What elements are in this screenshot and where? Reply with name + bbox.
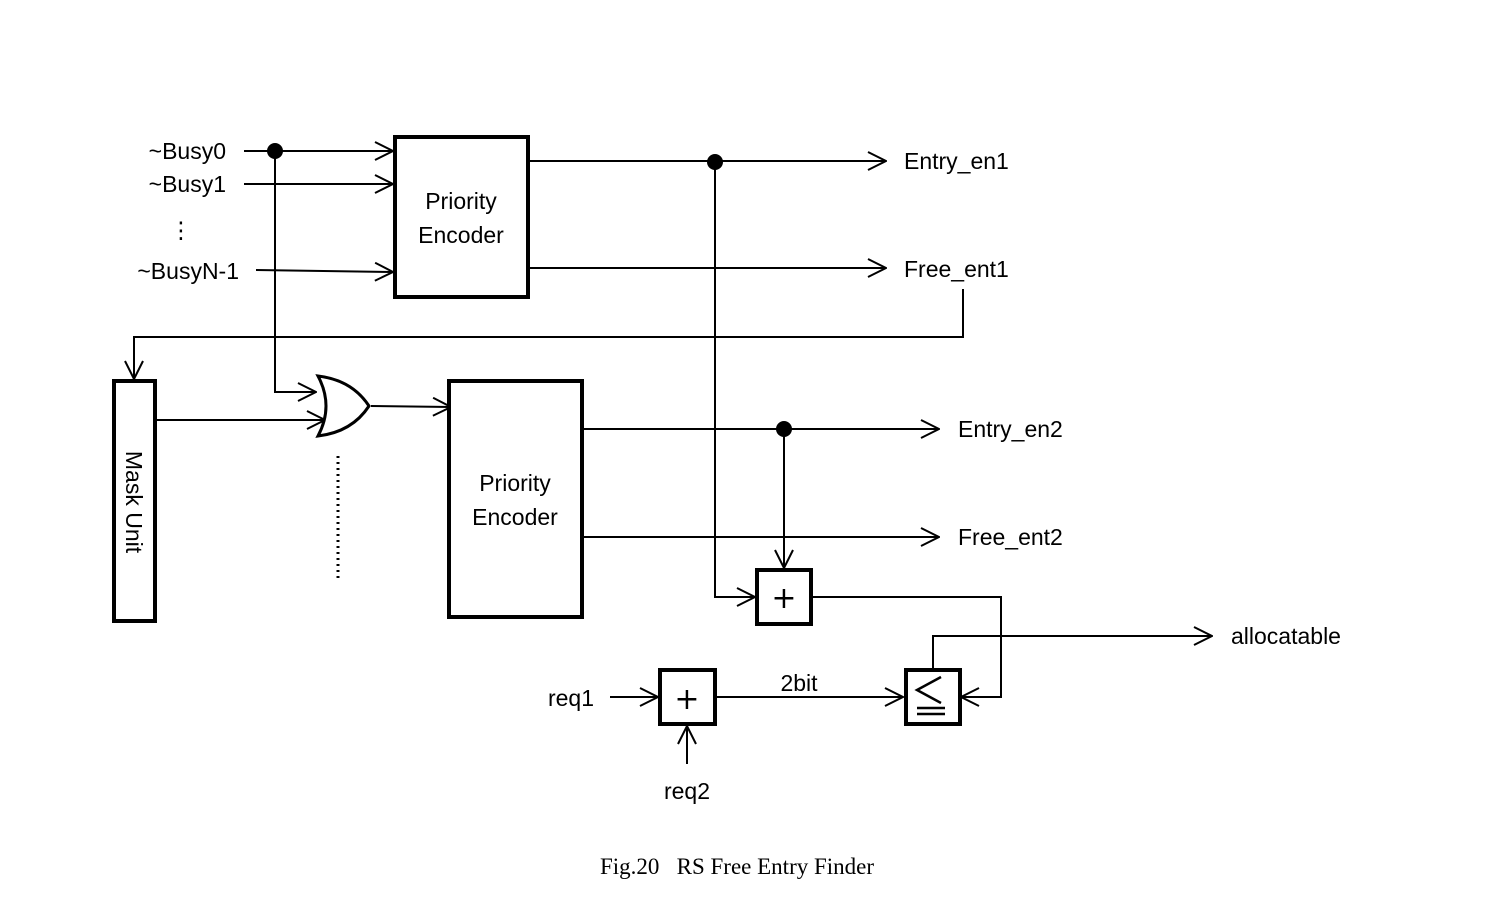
busy0-label: ~Busy0 [149,138,226,164]
adder-to-comparator-wire [813,596,1002,697]
allocatable-wire [932,636,1212,668]
pe2-label-line2: Encoder [472,504,558,530]
free-ent2-label: Free_ent2 [958,524,1063,550]
req2-label: req2 [664,778,710,804]
free-ent1-label: Free_ent1 [904,256,1009,282]
or-gate [315,374,371,438]
entry-en2-label: Entry_en2 [958,416,1063,442]
pe1-label-line1: Priority [425,188,497,214]
entry-en1-label: Entry_en1 [904,148,1009,174]
priority-encoder-2 [447,379,584,619]
busy0-to-or-wire [274,151,316,392]
allocatable-label: allocatable [1231,623,1341,649]
input-ellipsis: ⋮ [170,217,193,243]
less-equal-icon [914,675,945,716]
mask-unit-label: Mask Unit [121,451,147,554]
pe1-label-line2: Encoder [418,222,504,248]
pe2-label-line1: Priority [479,470,551,496]
figure-caption: Fig.20 RS Free Entry Finder [600,854,874,879]
adder-request-count-symbol: + [674,682,699,717]
entry-en1-to-adder-wire [714,162,755,597]
adder-entry-count-symbol: + [771,581,796,616]
comparator [904,668,962,726]
busyn-label: ~BusyN-1 [137,258,239,284]
bus-width-label: 2bit [780,670,818,696]
free-ent1-feedback-wire [134,289,964,379]
adder-entry-count [755,568,813,626]
mask-unit [112,379,157,623]
or-to-pe2-wire [370,406,451,407]
busy1-label: ~Busy1 [149,171,226,197]
priority-encoder-1 [393,135,530,299]
adder-request-count [658,668,717,726]
busyn-wire [255,270,393,272]
req1-label: req1 [548,685,594,711]
